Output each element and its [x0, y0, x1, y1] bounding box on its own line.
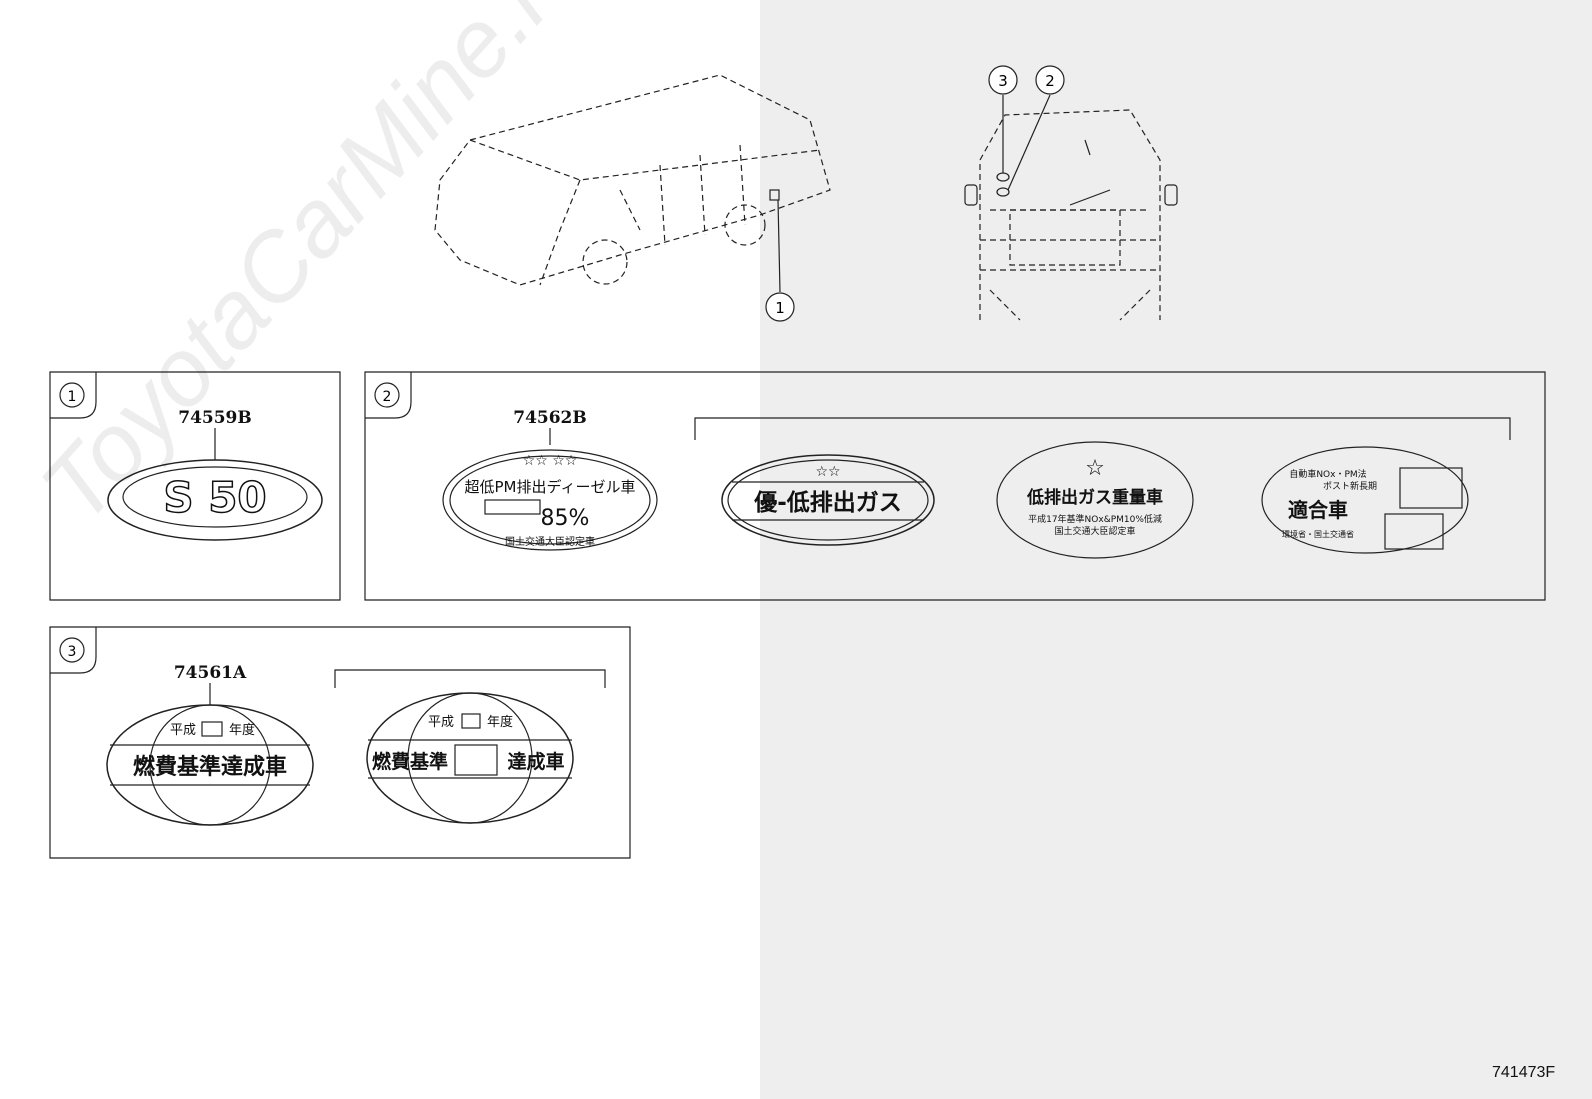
callout-3-number: 3 — [998, 72, 1008, 90]
right-shade — [760, 0, 1592, 1099]
panel-1-part-number: 74559B — [178, 408, 252, 428]
callout-2-number: 2 — [1045, 72, 1055, 90]
sticker-d-top: 自動車NOx・PM法 — [1289, 468, 1366, 480]
sticker-d-sub: ポスト新長期 — [1323, 480, 1377, 492]
fuel-b-top2: 年度 — [487, 714, 513, 730]
star-row-2: ☆☆ — [815, 464, 840, 480]
fuel-b-main-left: 燃費基準 — [372, 750, 448, 773]
panel-2-part-number: 74562B — [513, 408, 587, 428]
sticker-a-title: 超低PM排出ディーゼル車 — [465, 478, 636, 496]
van-side — [434, 74, 831, 286]
figure-id: 741473F — [1492, 1064, 1556, 1081]
s50-label: S 50 — [163, 473, 266, 522]
panel-3-number: 3 — [68, 644, 77, 660]
fuel-b-top1: 平成 — [428, 715, 454, 730]
panel-1 — [49, 371, 341, 601]
callout-1-number: 1 — [775, 299, 785, 317]
panel-1-number: 1 — [68, 389, 77, 405]
sticker-b-text: 優-低排出ガス — [753, 490, 902, 516]
sticker-c-sub2: 国土交通大臣認定車 — [1054, 525, 1135, 537]
panel-3-part-number: 74561A — [174, 663, 247, 683]
sticker-d-foot: 環境省・国土交通省 — [1282, 529, 1354, 539]
star-row-4: ☆☆ ☆☆ — [523, 453, 578, 469]
fuel-a-main: 燃費基準達成車 — [133, 754, 287, 780]
sticker-a-footer: 国土交通大臣認定車 — [505, 535, 595, 548]
sticker-c-sub1: 平成17年基準NOx&PM10%低減 — [1028, 513, 1162, 525]
fuel-a-top1: 平成 — [170, 723, 196, 738]
sticker-d-main: 適合車 — [1288, 498, 1348, 522]
van-rear — [979, 109, 1161, 321]
callout-3 — [988, 65, 1018, 95]
rear-accessories — [964, 94, 1178, 206]
panel-3 — [49, 626, 631, 859]
panel-2-number: 2 — [383, 389, 392, 405]
callout-2 — [1035, 65, 1065, 95]
panel-2 — [364, 371, 1546, 601]
fuel-b-main-right: 達成車 — [507, 750, 564, 773]
sticker-c-title: 低排出ガス重量車 — [1026, 487, 1163, 508]
fuel-a-top2: 年度 — [229, 722, 255, 738]
star-row-1: ☆ — [1085, 456, 1105, 481]
sticker-a-value: 85% — [541, 506, 590, 531]
callout-1 — [765, 189, 795, 322]
